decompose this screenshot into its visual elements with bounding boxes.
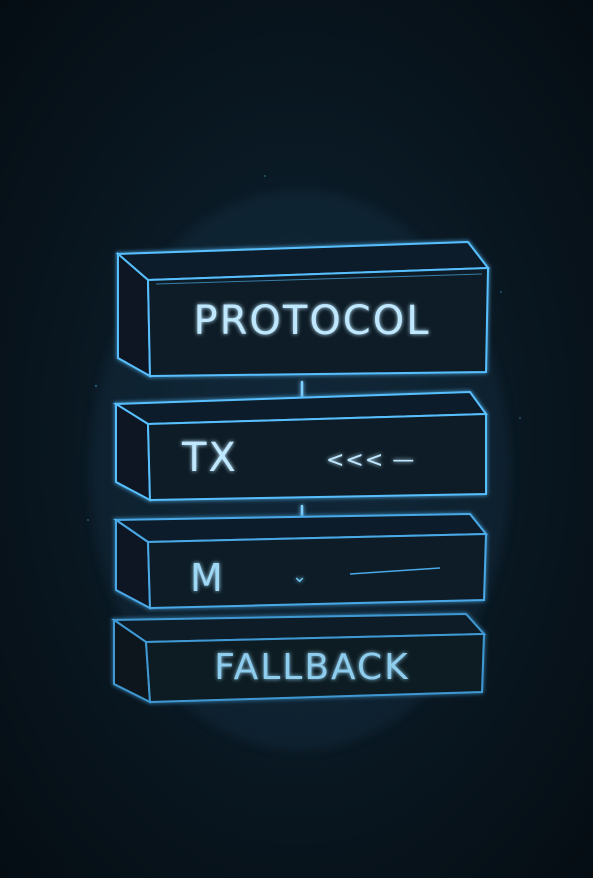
layer-fallback xyxy=(110,612,487,704)
fallback-label: FALLBACK xyxy=(214,647,410,688)
fallback-front-face xyxy=(144,632,486,704)
layer-m xyxy=(112,512,489,610)
m-front-face xyxy=(146,532,488,610)
tx-label: TX xyxy=(181,435,238,481)
layer-protocol xyxy=(115,240,490,378)
dust-specks xyxy=(87,175,521,521)
tx-indicator: <<< — xyxy=(326,448,415,473)
layer-tx xyxy=(112,390,488,502)
tx-front-face xyxy=(146,412,487,502)
protocol-label: PROTOCOL xyxy=(193,298,430,344)
protocol-front-face xyxy=(146,266,490,378)
m-label: M xyxy=(190,556,225,600)
m-indicator: ⌄ xyxy=(292,566,309,587)
